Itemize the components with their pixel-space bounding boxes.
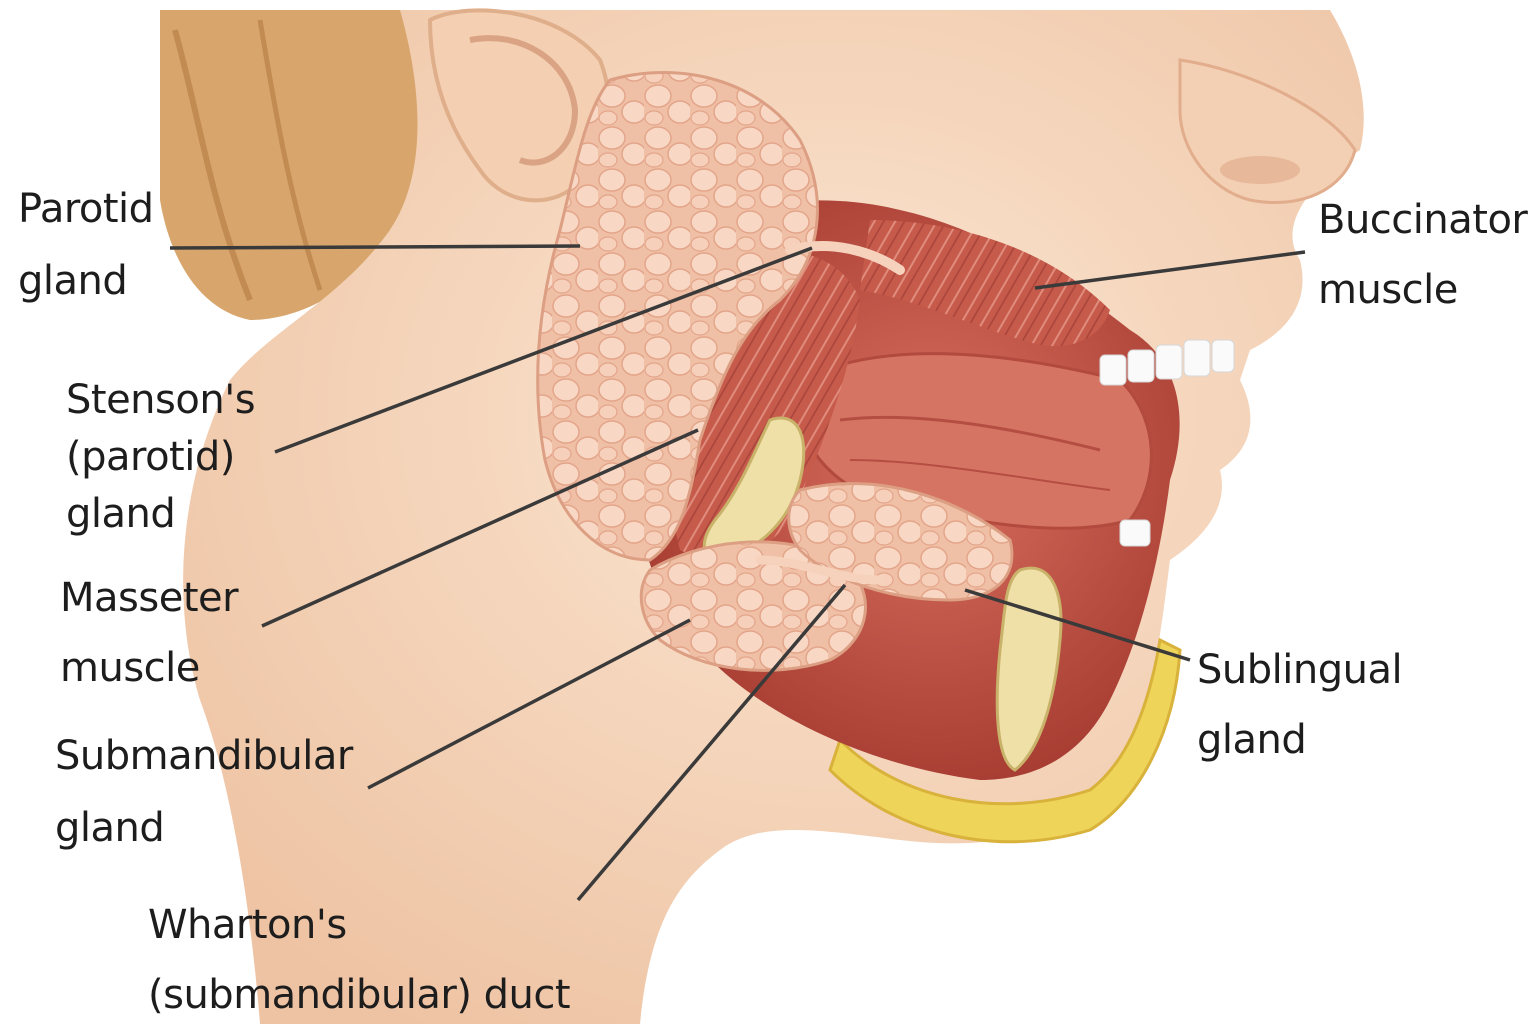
label-line: Buccinator	[1318, 185, 1527, 255]
label-line: (parotid)	[66, 429, 255, 486]
label-line: gland	[55, 792, 353, 864]
label-line: muscle	[60, 633, 238, 703]
label-line: Masseter	[60, 563, 238, 633]
label-submandibular-gland: Submandibular gland	[55, 720, 353, 864]
label-line: gland	[66, 486, 255, 543]
leader-parotid	[170, 246, 580, 248]
label-line: (submandibular) duct	[148, 960, 570, 1030]
label-line: Parotid	[18, 173, 154, 245]
label-line: Submandibular	[55, 720, 353, 792]
label-line: muscle	[1318, 255, 1527, 325]
label-line: Sublingual	[1197, 635, 1402, 705]
label-masseter-muscle: Masseter muscle	[60, 563, 238, 703]
label-line: gland	[18, 245, 154, 317]
label-whartons-duct: Wharton's (submandibular) duct	[148, 890, 570, 1030]
label-line: Stenson's	[66, 372, 255, 429]
label-line: Wharton's	[148, 890, 570, 960]
label-parotid-gland: Parotid gland	[18, 173, 154, 317]
label-stensons-gland: Stenson's (parotid) gland	[66, 372, 255, 543]
label-sublingual-gland: Sublingual gland	[1197, 635, 1402, 775]
label-buccinator-muscle: Buccinator muscle	[1318, 185, 1527, 325]
label-line: gland	[1197, 705, 1402, 775]
